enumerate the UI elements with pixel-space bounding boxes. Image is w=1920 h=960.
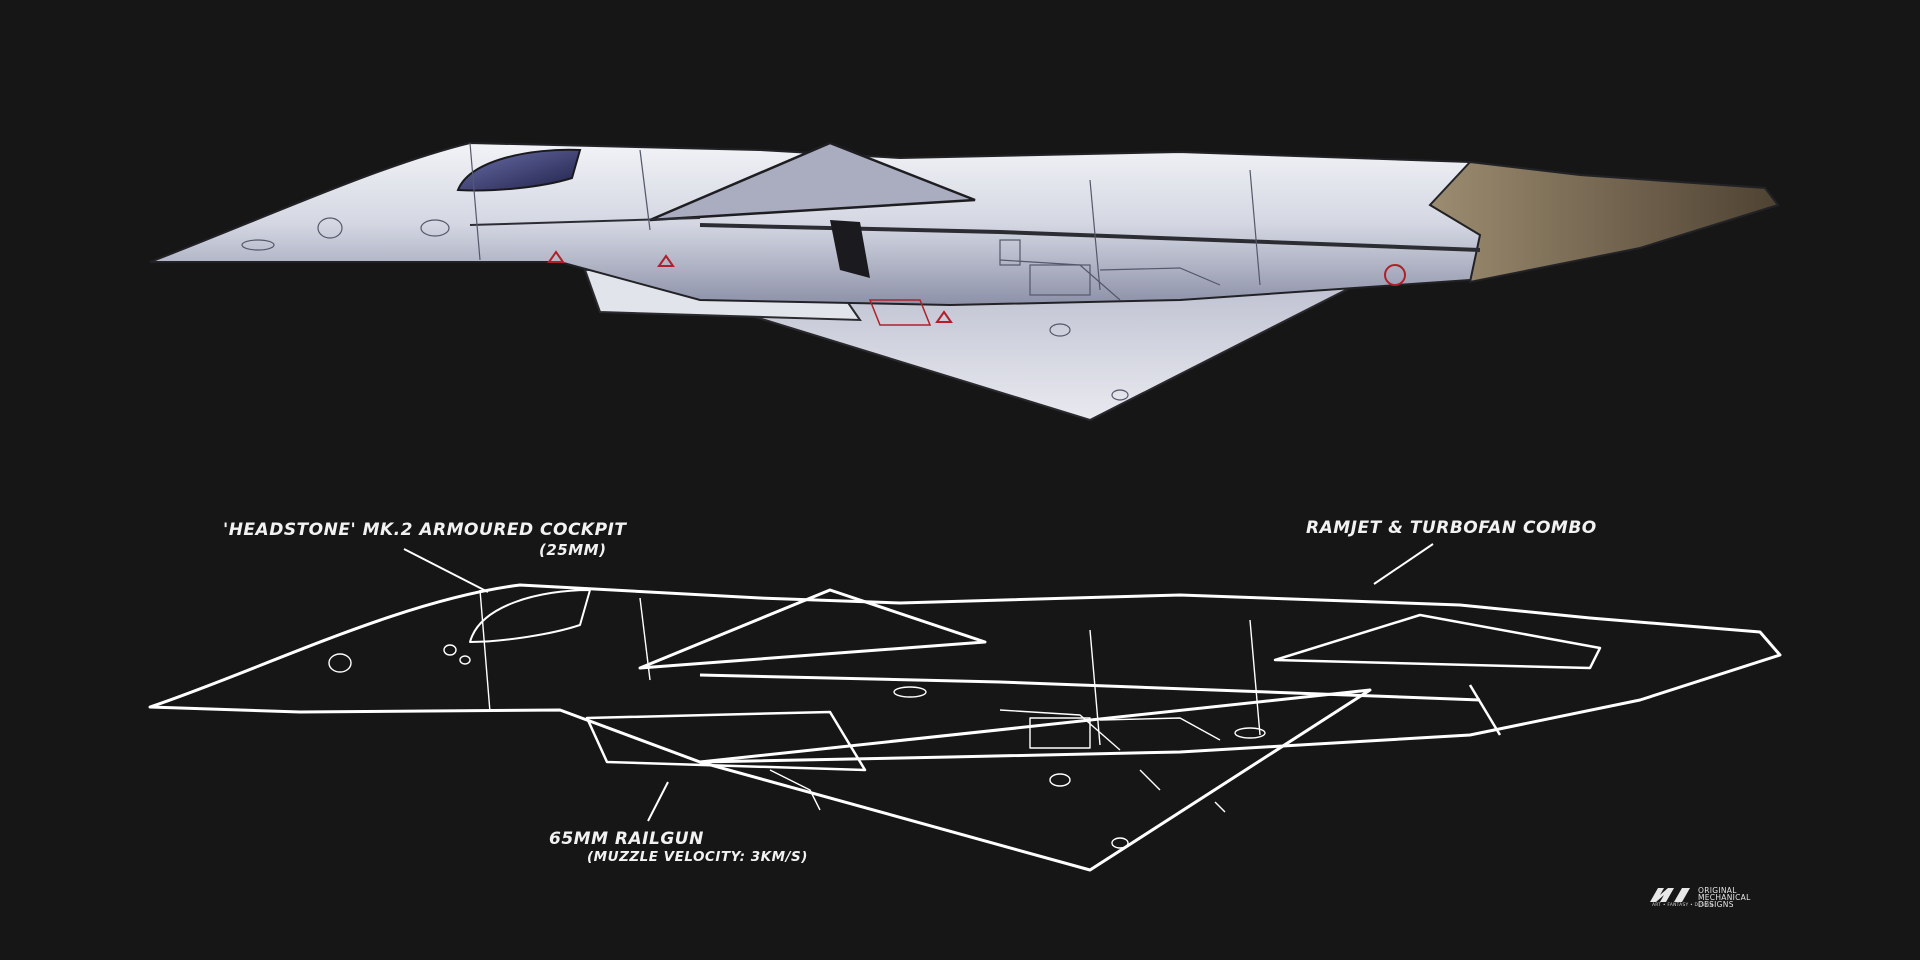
railgun-callout-title: 65MM RAILGUN xyxy=(549,829,704,849)
railgun-callout-subtitle: (MUZZLE VELOCITY: 3KM/S) xyxy=(587,849,808,865)
logo-tagline: ART • FANTASY • DESIGN xyxy=(1652,903,1714,908)
lineart-fuselage xyxy=(148,583,1782,764)
studio-logo: ORIGINAL MECHANICAL DESIGNS ART • FANTAS… xyxy=(1648,886,1788,910)
logo-line-1: ORIGINAL xyxy=(1698,886,1737,895)
engine-nozzle xyxy=(1428,160,1780,284)
railgun-leader-line xyxy=(647,781,669,822)
engine-callout: RAMJET & TURBOFAN COMBO xyxy=(1306,518,1597,538)
logo-wordmark: ORIGINAL MECHANICAL DESIGNS xyxy=(1698,886,1751,909)
engine-leader-line xyxy=(1373,543,1434,585)
lineart-railgun-pod xyxy=(585,710,867,772)
cockpit-leader-line xyxy=(403,548,489,593)
upper-wing xyxy=(649,141,976,222)
lineart-canopy xyxy=(469,589,591,643)
cockpit-callout-subtitle: (25MM) xyxy=(539,541,607,559)
intake xyxy=(830,220,870,278)
lineart-lower-wing xyxy=(698,688,1372,872)
canopy xyxy=(456,148,582,192)
lineart-upper-wing xyxy=(638,588,987,670)
logo-line-2: MECHANICAL xyxy=(1698,893,1751,902)
cockpit-callout-title: 'HEADSTONE' MK.2 ARMOURED COCKPIT xyxy=(223,520,627,540)
logo-line-3: DESIGNS xyxy=(1698,900,1734,909)
logo-mark-icon xyxy=(1650,888,1690,902)
